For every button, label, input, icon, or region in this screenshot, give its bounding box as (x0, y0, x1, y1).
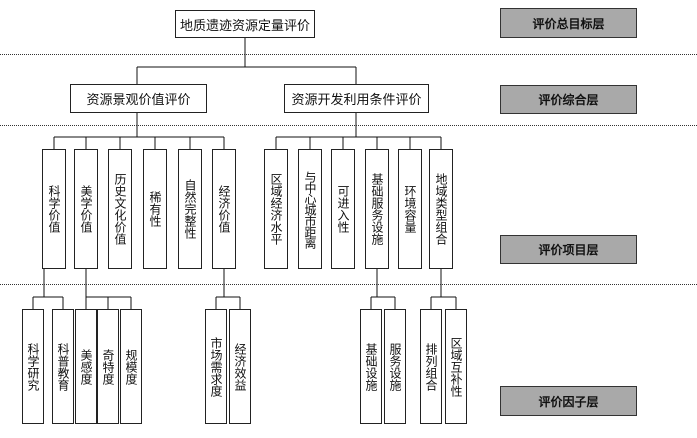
factor-node: 科学研究 (22, 309, 44, 424)
goal-node: 地质遗迹资源定量评价 (175, 10, 315, 38)
factor-node: 经济效益 (229, 309, 251, 424)
layer-label-goal: 评价总目标层 (500, 8, 637, 38)
factor-node: 市场需求度 (205, 309, 227, 424)
factor-node: 排列组合 (420, 309, 442, 424)
layer-label-item: 评价项目层 (500, 235, 637, 264)
aggregate-node-landscape-value: 资源景观价值评价 (70, 84, 207, 113)
layer-label-factor: 评价因子层 (500, 386, 637, 416)
item-node: 经济价值 (212, 149, 236, 269)
factor-node: 科普教育 (52, 309, 74, 424)
layer-divider (0, 54, 697, 55)
layer-divider (0, 125, 697, 126)
item-node: 区域经济水平 (264, 149, 288, 269)
item-node: 基础服务设施 (365, 149, 389, 269)
item-node: 环境容量 (398, 149, 422, 269)
factor-node: 服务设施 (384, 309, 406, 424)
factor-node: 区域互补性 (445, 309, 467, 424)
item-node: 地域类型组合 (429, 149, 453, 269)
factor-node: 规模度 (120, 309, 142, 424)
item-node: 稀有性 (143, 149, 167, 269)
item-node: 科学价值 (42, 149, 66, 269)
item-node: 美学价值 (74, 149, 98, 269)
factor-node: 美感度 (75, 309, 97, 424)
factor-node: 奇特度 (97, 309, 119, 424)
item-node: 可进入性 (331, 149, 355, 269)
item-node: 与中心城市距离 (298, 149, 322, 269)
item-node: 自然完整性 (178, 149, 202, 269)
aggregate-node-development-conditions: 资源开发利用条件评价 (284, 84, 429, 113)
layer-label-aggregate: 评价综合层 (500, 85, 637, 114)
layer-divider (0, 284, 697, 285)
item-node: 历史文化价值 (108, 149, 132, 269)
factor-node: 基础设施 (360, 309, 382, 424)
